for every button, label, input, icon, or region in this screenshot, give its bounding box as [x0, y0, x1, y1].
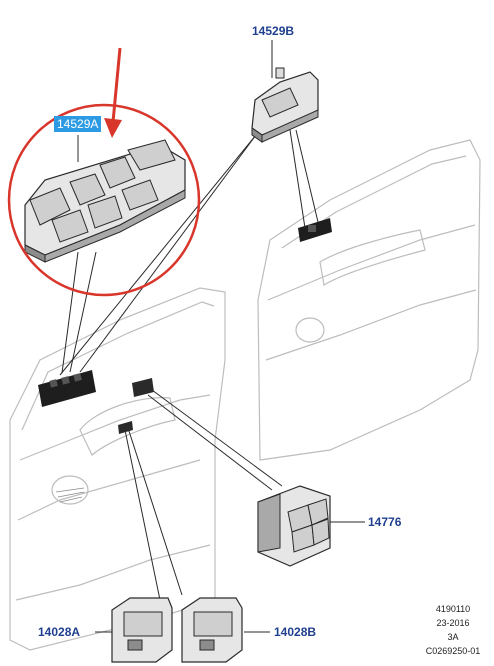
rear-door-switch-location [298, 218, 332, 242]
callout-14028a: 14028A [38, 625, 81, 639]
callout-14028b: 14028B [274, 625, 317, 639]
red-pointer-arrow [104, 47, 122, 138]
small-switch-right [181, 597, 243, 663]
rear-door-panel [257, 139, 481, 461]
reference-date: 23-2016 [436, 618, 470, 628]
rear-switch-pack [257, 485, 331, 567]
door-handle-speaker-grille [55, 487, 85, 503]
reference-image-id: C0269250-01 [425, 646, 481, 656]
single-window-switch-front [251, 67, 319, 143]
reference-code: 3A [447, 632, 459, 642]
front-door-panel [9, 287, 226, 651]
front-door-switch-location [38, 370, 154, 434]
small-switch-left [111, 597, 173, 663]
reference-block: 4190110 23-2016 3A C0269250-01 [418, 602, 488, 658]
callout-14529a: 14529A [54, 116, 102, 132]
red-highlight-circle [7, 103, 201, 297]
reference-number: 4190110 [435, 604, 471, 614]
leader-lines [59, 40, 365, 633]
callout-14776: 14776 [368, 515, 402, 529]
master-window-switch [24, 139, 186, 263]
callout-14529b: 14529B [252, 24, 295, 38]
